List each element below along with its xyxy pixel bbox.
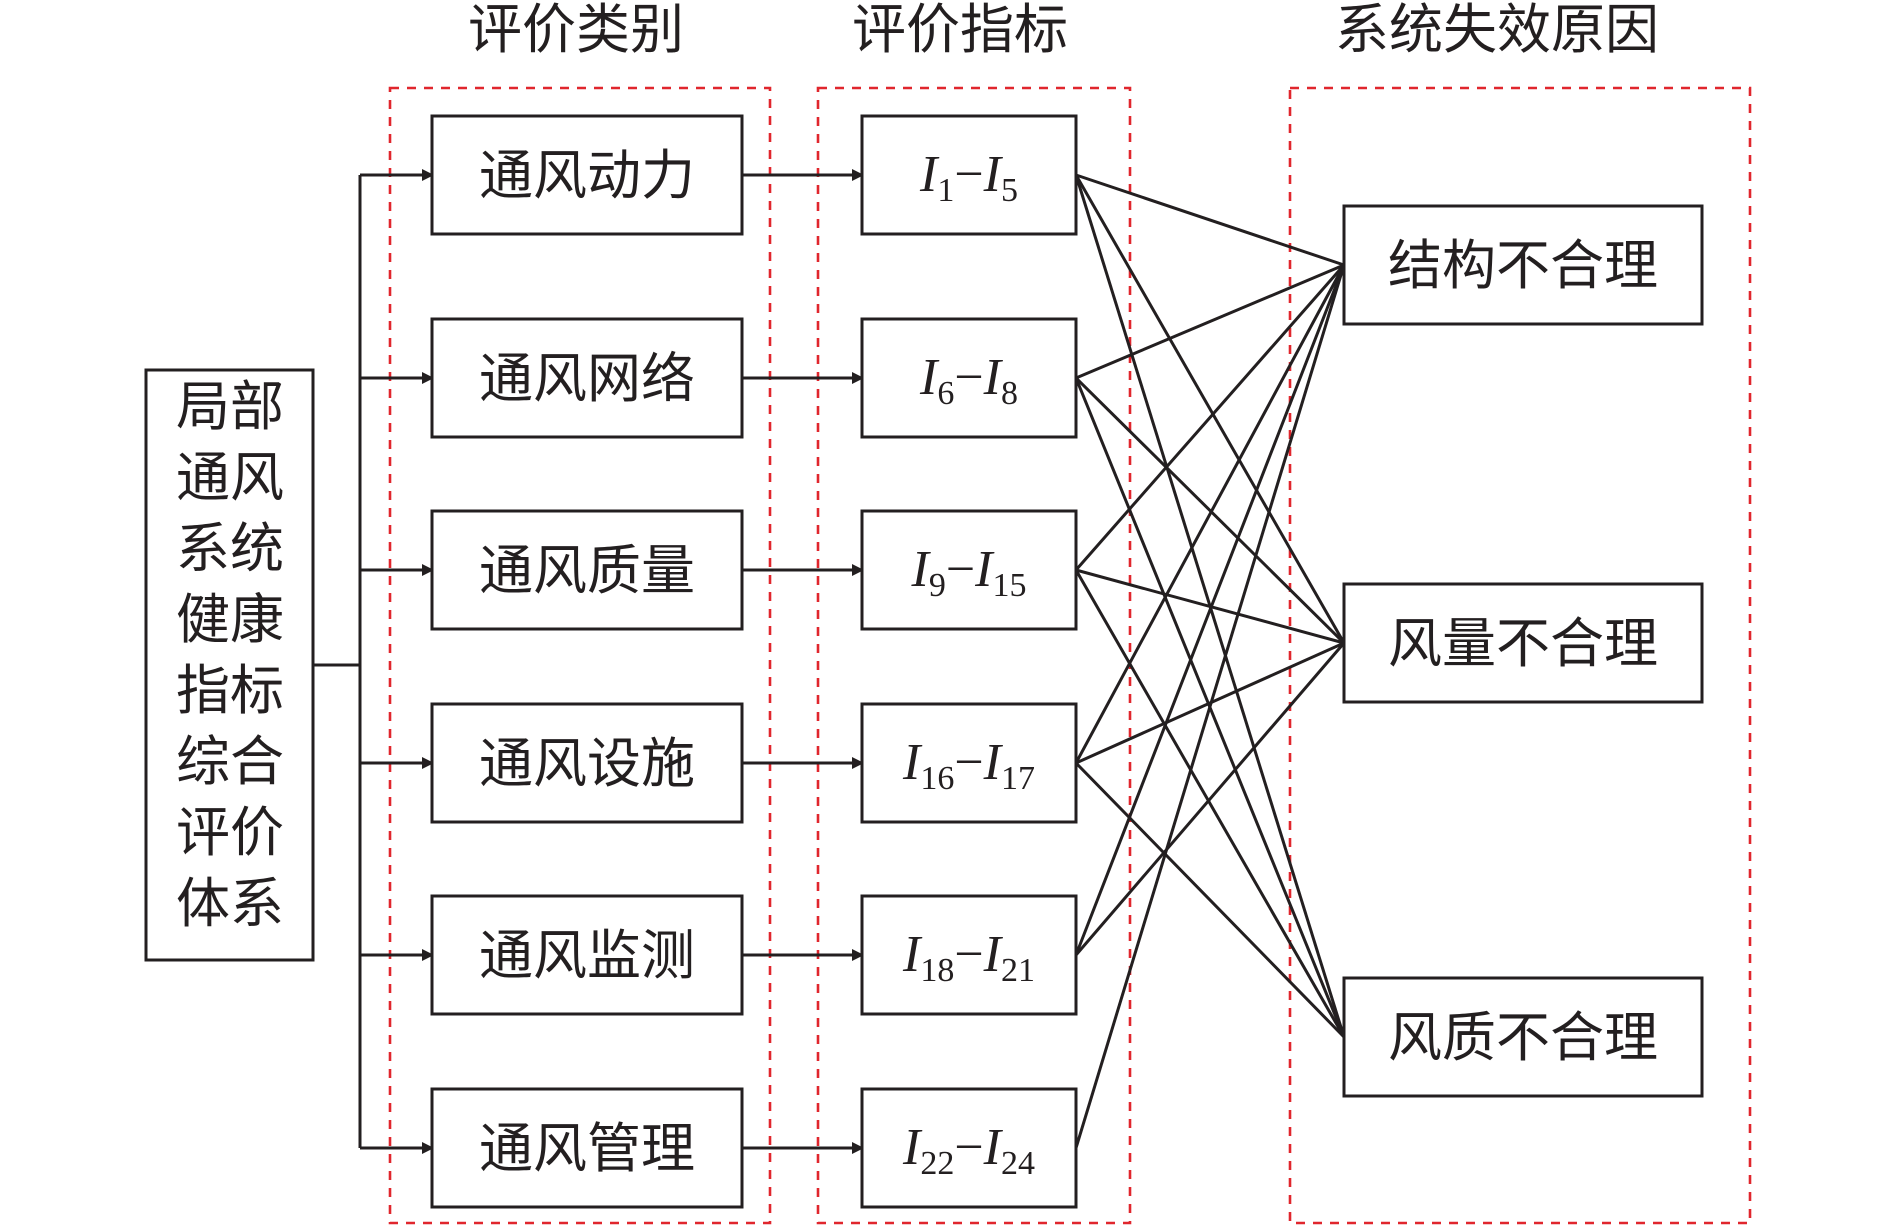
cause-node: 风质不合理 — [1342, 976, 1704, 1098]
indicator-cause-link — [1074, 264, 1346, 956]
cause-label: 结构不合理 — [1388, 234, 1658, 297]
root-label-char: 统 — [230, 517, 284, 580]
category-box — [430, 114, 744, 236]
cause-box — [1342, 976, 1704, 1098]
root-label-char: 体 — [176, 872, 230, 935]
category-box — [430, 509, 744, 631]
indicator-label: I1−I5 — [919, 146, 1018, 209]
root-label: 局部通风系统健康指标综合评价体系 — [176, 375, 284, 935]
indicator-node: I16−I17 — [860, 702, 1078, 824]
indicator-cause-link — [1074, 264, 1346, 1149]
header-indicator: 评价指标 — [852, 0, 1068, 61]
root-label-char: 健 — [176, 588, 230, 651]
category-node: 通风管理 — [430, 1087, 744, 1209]
category-label: 通风质量 — [479, 539, 695, 602]
category-box — [430, 317, 744, 439]
cause-group-frame — [1288, 86, 1752, 1225]
indicator-node: I6−I8 — [860, 317, 1078, 439]
indicator-cause-links — [1074, 173, 1346, 1149]
indicator-cause-link — [1075, 173, 1345, 267]
category-label: 通风监测 — [479, 924, 695, 987]
root-label-char: 部 — [230, 375, 284, 438]
category-node: 通风网络 — [430, 317, 744, 439]
indicator-node: I9−I15 — [860, 509, 1078, 631]
root-label-char: 局 — [176, 375, 230, 438]
category-node: 通风设施 — [430, 702, 744, 824]
indicator-box — [860, 317, 1078, 439]
indicator-box — [860, 702, 1078, 824]
root-label-char: 系 — [230, 872, 284, 935]
root-label-char: 风 — [230, 446, 284, 509]
indicator-cause-link — [1074, 376, 1346, 645]
root-label-char: 评 — [176, 801, 230, 864]
indicator-node: I1−I5 — [860, 114, 1078, 236]
indicator-box — [860, 509, 1078, 631]
indicator-cause-link — [1074, 569, 1346, 1038]
indicator-cause-link — [1074, 264, 1346, 764]
category-group-frame — [388, 86, 772, 1225]
connector-lines — [313, 169, 864, 1154]
root-node: 局部通风系统健康指标综合评价体系 — [144, 368, 315, 962]
category-label: 通风设施 — [479, 732, 695, 795]
indicator-box — [860, 114, 1078, 236]
cause-node: 结构不合理 — [1342, 204, 1704, 326]
root-label-char: 合 — [230, 730, 284, 793]
indicator-label: I9−I15 — [911, 541, 1027, 604]
indicator-cause-link — [1074, 642, 1346, 956]
header-category: 评价类别 — [468, 0, 684, 61]
root-label-char: 通 — [176, 446, 230, 509]
root-label-char: 标 — [230, 659, 284, 722]
indicator-cause-link — [1075, 263, 1345, 380]
category-node: 通风监测 — [430, 894, 744, 1016]
root-label-char: 康 — [230, 588, 284, 651]
indicator-label: I6−I8 — [919, 349, 1018, 412]
indicator-cause-link — [1074, 761, 1346, 1039]
category-label: 通风动力 — [479, 144, 695, 207]
category-node: 通风动力 — [430, 114, 744, 236]
cause-box — [1342, 582, 1704, 704]
category-box — [430, 702, 744, 824]
cause-box — [1342, 204, 1704, 326]
header-cause: 系统失效原因 — [1335, 0, 1659, 61]
indicator-cause-link — [1074, 264, 1346, 571]
indicator-label: I16−I17 — [902, 734, 1035, 797]
category-box — [430, 1087, 744, 1209]
category-box — [430, 894, 744, 1016]
indicator-cause-link — [1074, 174, 1346, 644]
root-label-char: 指 — [176, 659, 230, 722]
category-label: 通风网络 — [479, 347, 695, 410]
category-label: 通风管理 — [479, 1117, 695, 1180]
root-label-char: 价 — [230, 801, 284, 864]
cause-label: 风量不合理 — [1388, 612, 1658, 675]
indicator-node: I22−I24 — [860, 1087, 1078, 1209]
category-node: 通风质量 — [430, 509, 744, 631]
cause-node: 风量不合理 — [1342, 582, 1704, 704]
indicator-label: I18−I21 — [902, 926, 1035, 989]
cause-label: 风质不合理 — [1388, 1006, 1658, 1069]
indicator-node: I18−I21 — [860, 894, 1078, 1016]
indicator-label: I22−I24 — [902, 1119, 1035, 1182]
indicator-group-frame — [816, 86, 1132, 1225]
indicator-box — [860, 1087, 1078, 1209]
indicator-box — [860, 894, 1078, 1016]
root-label-char: 系 — [176, 517, 230, 580]
root-label-char: 综 — [176, 730, 230, 793]
